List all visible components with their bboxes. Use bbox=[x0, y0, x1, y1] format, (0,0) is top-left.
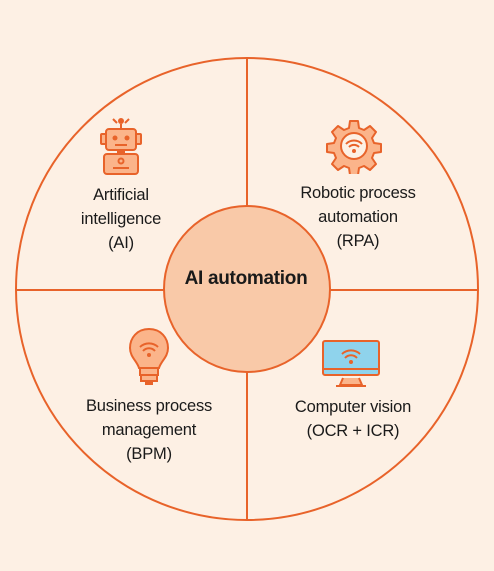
quadrant-cv-label: Computer vision (OCR + ICR) bbox=[270, 395, 436, 443]
robot-icon bbox=[100, 118, 142, 175]
gear-wifi-icon bbox=[326, 120, 382, 174]
quadrant-ai-line-1: Artificial bbox=[93, 186, 149, 204]
quadrant-cv-line-2: (OCR + ICR) bbox=[306, 422, 400, 440]
quadrant-ai-line-3: (AI) bbox=[108, 234, 134, 252]
center-circle bbox=[163, 205, 331, 373]
quadrant-ai-label: Artificial intelligence (AI) bbox=[51, 183, 191, 255]
quadrant-bpm-line-1: Business process bbox=[85, 397, 213, 415]
lightbulb-wifi-icon bbox=[128, 327, 170, 385]
monitor-wifi-icon bbox=[322, 340, 380, 387]
quadrant-cv-line-1: Computer vision bbox=[294, 398, 412, 416]
quadrant-bpm-line-3: (BPM) bbox=[126, 445, 172, 463]
quadrant-rpa-line-2: automation bbox=[318, 208, 398, 226]
center-label: AI automation bbox=[184, 268, 308, 289]
quadrant-rpa-line-3: (RPA) bbox=[336, 232, 380, 250]
quadrant-ai-line-2: intelligence bbox=[80, 210, 162, 228]
quadrant-rpa-label: Robotic process automation (RPA) bbox=[275, 181, 441, 253]
quadrant-bpm-label: Business process management (BPM) bbox=[64, 394, 234, 466]
quadrant-rpa-line-1: Robotic process bbox=[300, 184, 416, 202]
quadrant-bpm-line-2: management bbox=[101, 421, 197, 439]
